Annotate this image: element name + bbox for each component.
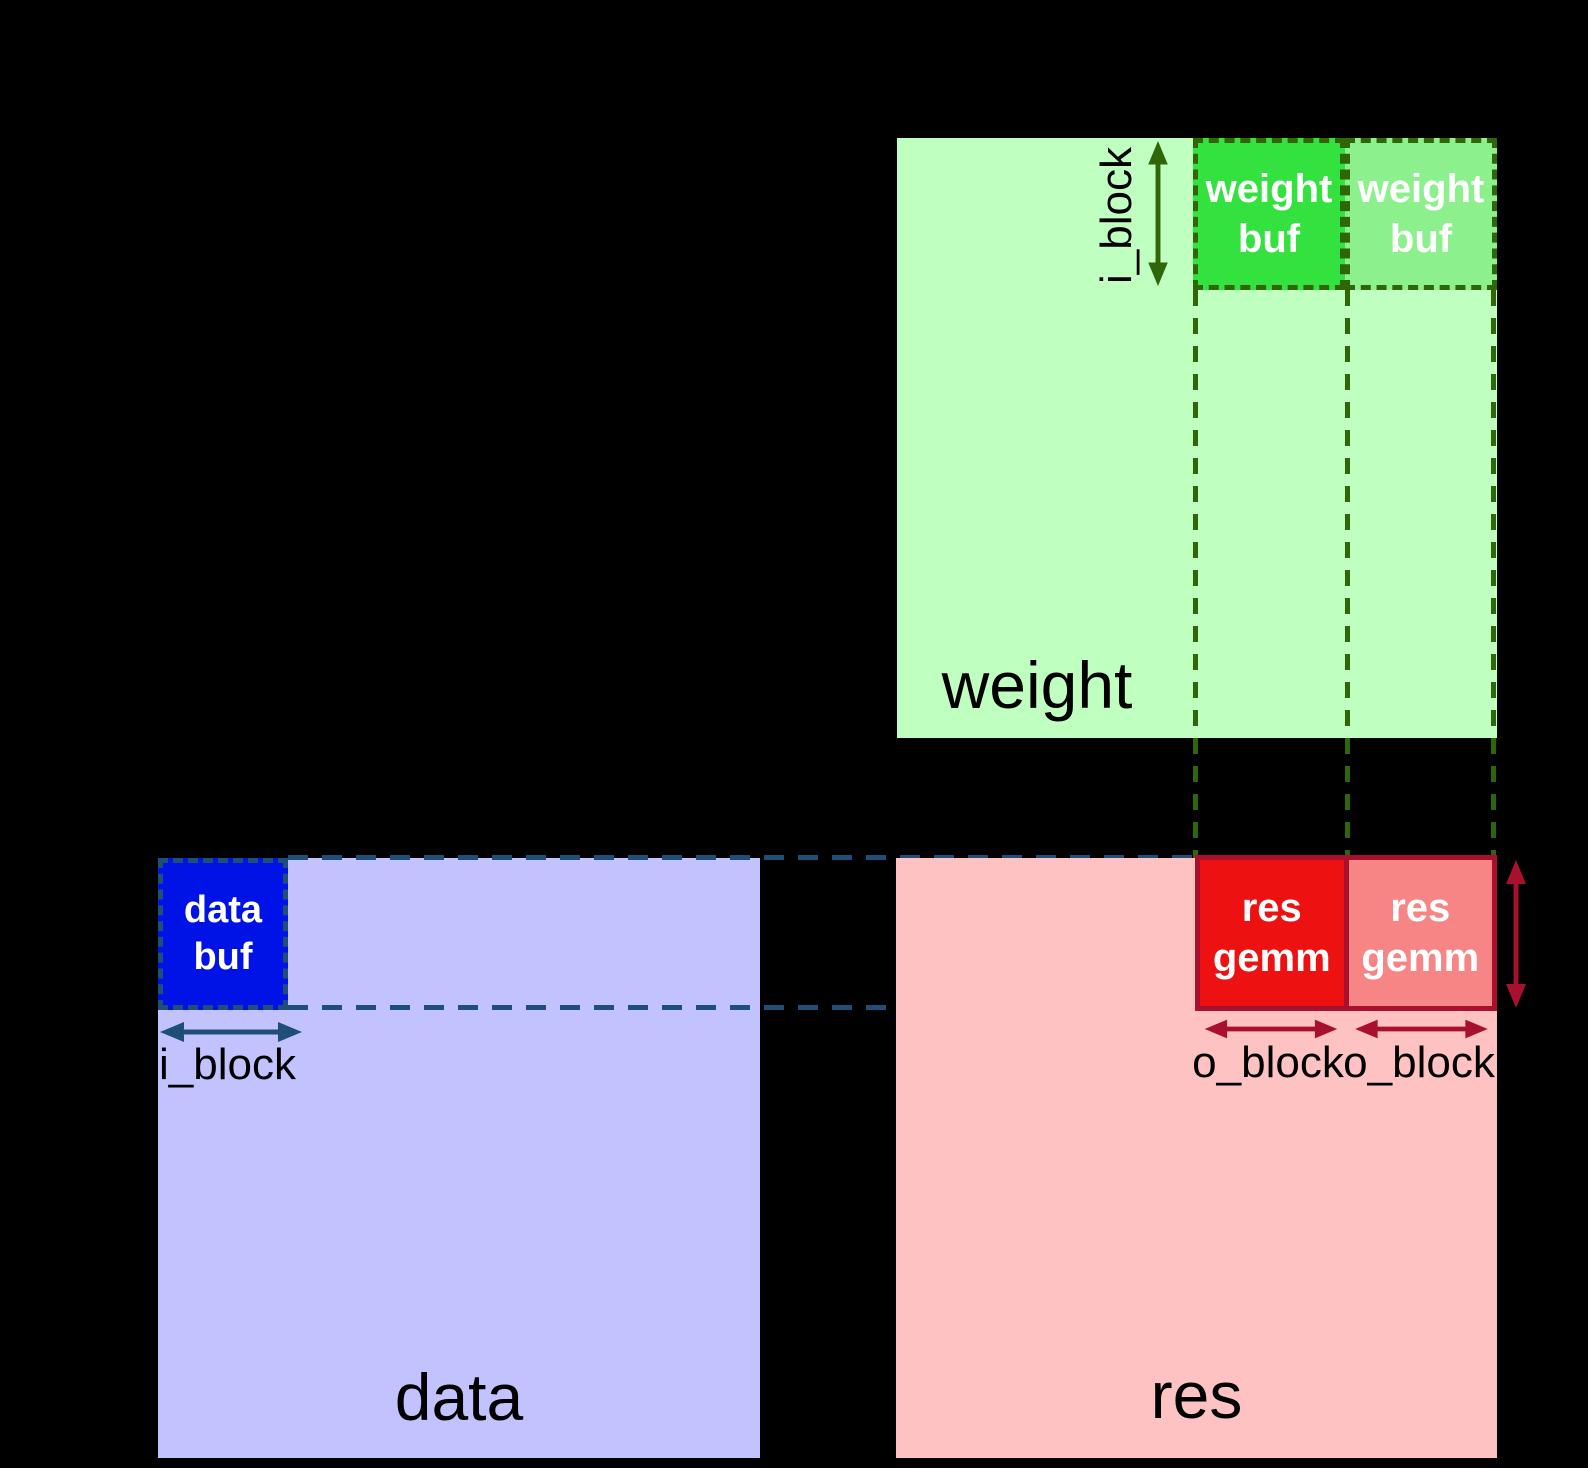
weight-column-guide-line-middle: [1345, 290, 1350, 858]
weight-matrix-label: weight: [941, 648, 1133, 722]
o-block-label-1: o_block: [1192, 1038, 1344, 1087]
i-block-vertical-arrow-icon: [1140, 141, 1176, 286]
res-gemm-block-2: res gemm: [1348, 860, 1492, 1006]
weight-buf-1-label: weight buf: [1205, 167, 1333, 261]
weight-buf-block-1: weight buf: [1193, 138, 1345, 290]
res-gemm-group: res gemm res gemm: [1195, 855, 1497, 1011]
o-block-arrow-2-icon: [1350, 1015, 1493, 1043]
weight-buf-2-label: weight buf: [1357, 167, 1485, 261]
res-gemm-divider: [1343, 860, 1349, 1006]
data-i-block-label: i_block: [159, 1040, 296, 1089]
data-buf-block: data buf: [158, 858, 288, 1010]
weight-buf-block-2: weight buf: [1345, 138, 1497, 290]
o-block-arrow-1-icon: [1199, 1015, 1343, 1043]
res-gemm-block-1: res gemm: [1200, 860, 1344, 1006]
res-gemm-1-label: res gemm: [1212, 886, 1331, 980]
weight-column-guide-line-left: [1193, 290, 1198, 858]
o-block-label-2: o_block: [1343, 1038, 1495, 1087]
data-matrix-label: data: [394, 1360, 524, 1434]
data-matrix: data: [158, 858, 760, 1458]
res-gemm-2-label: res gemm: [1361, 886, 1480, 980]
data-row-guide-line-top: [288, 855, 1197, 860]
weight-i-block-label: i_block: [1092, 147, 1141, 285]
weight-column-guide-line-right: [1491, 290, 1496, 858]
i-block-horizontal-arrow-icon: [160, 1017, 302, 1047]
res-block-height-arrow-icon: [1500, 860, 1532, 1008]
data-row-guide-line-bottom: [288, 1005, 1197, 1010]
res-matrix-label: res: [1150, 1358, 1243, 1432]
data-buf-label: data buf: [183, 888, 263, 979]
